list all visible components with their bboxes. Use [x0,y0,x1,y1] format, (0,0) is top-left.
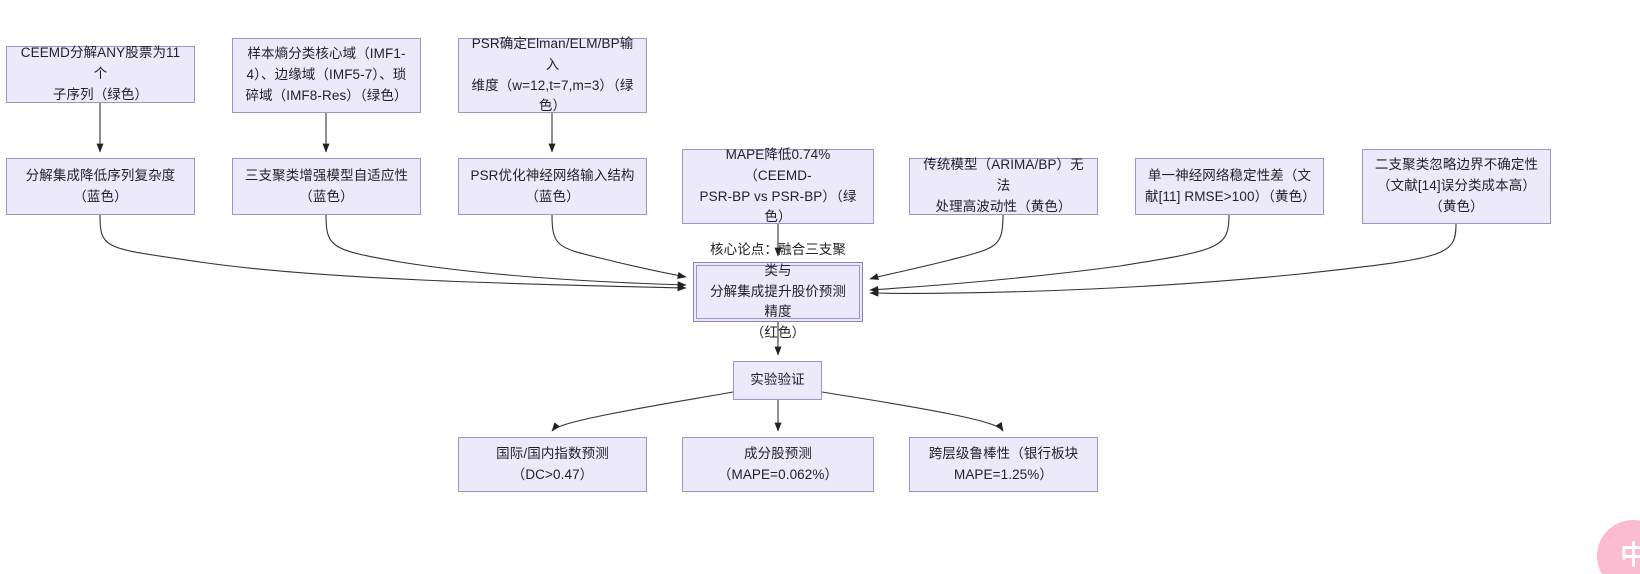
flow-edge-n10-to-core [869,223,1457,297]
flow-node-n9[interactable]: 单一神经网络稳定性差（文 献[11] RMSE>100）（黄色） [1135,158,1324,215]
flow-node-n3[interactable]: PSR确定Elman/ELM/BP输入 维度（w=12,t=7,m=3）（绿 色… [458,36,647,113]
flow-edge-n11-to-n12 [551,391,734,432]
flow-node-core[interactable]: 核心论点：融合三支聚类与 分解集成提升股价预测精度 （红色） [693,242,863,340]
flow-node-n14[interactable]: 跨层级鲁棒性（银行板块 MAPE=1.25%） [909,437,1098,492]
flow-edge-n5-to-core [325,214,687,289]
flow-node-n5[interactable]: 三支聚类增强模型自适应性 （蓝色） [232,158,421,215]
watermark-label: 中 [1620,541,1640,571]
watermark-badge: 中 [1597,520,1640,574]
flow-node-n10[interactable]: 二支聚类忽略边界不确定性 （文献[14]误分类成本高） （黄色） [1362,149,1551,224]
flow-node-n2[interactable]: 样本熵分类核心域（IMF1- 4）、边缘域（IMF5-7）、琐 碎域（IMF8-… [232,38,421,113]
flow-edge-n6-to-core [551,214,687,279]
flow-node-n13[interactable]: 成分股预测 （MAPE=0.062%） [682,437,874,492]
flow-node-n4[interactable]: 分解集成降低序列复杂度 （蓝色） [6,158,195,215]
flow-node-n1[interactable]: CEEMD分解ANY股票为11个 子序列（绿色） [6,45,195,103]
flow-edge-n9-to-core [869,214,1230,293]
flow-node-n7[interactable]: MAPE降低0.74%（CEEMD- PSR-BP vs PSR-BP）（绿 色… [682,147,874,224]
flow-node-n11[interactable]: 实验验证 [733,361,822,400]
flow-node-n8[interactable]: 传统模型（ARIMA/BP）无法 处理高波动性（黄色） [909,157,1098,215]
flow-edge-n8-to-core [869,214,1004,280]
flow-edge-n4-to-core [99,214,687,292]
flow-edge-n11-to-n14 [821,391,1004,432]
flow-node-n6[interactable]: PSR优化神经网络输入结构 （蓝色） [458,158,647,215]
flow-node-n12[interactable]: 国际/国内指数预测 （DC>0.47） [458,437,647,492]
